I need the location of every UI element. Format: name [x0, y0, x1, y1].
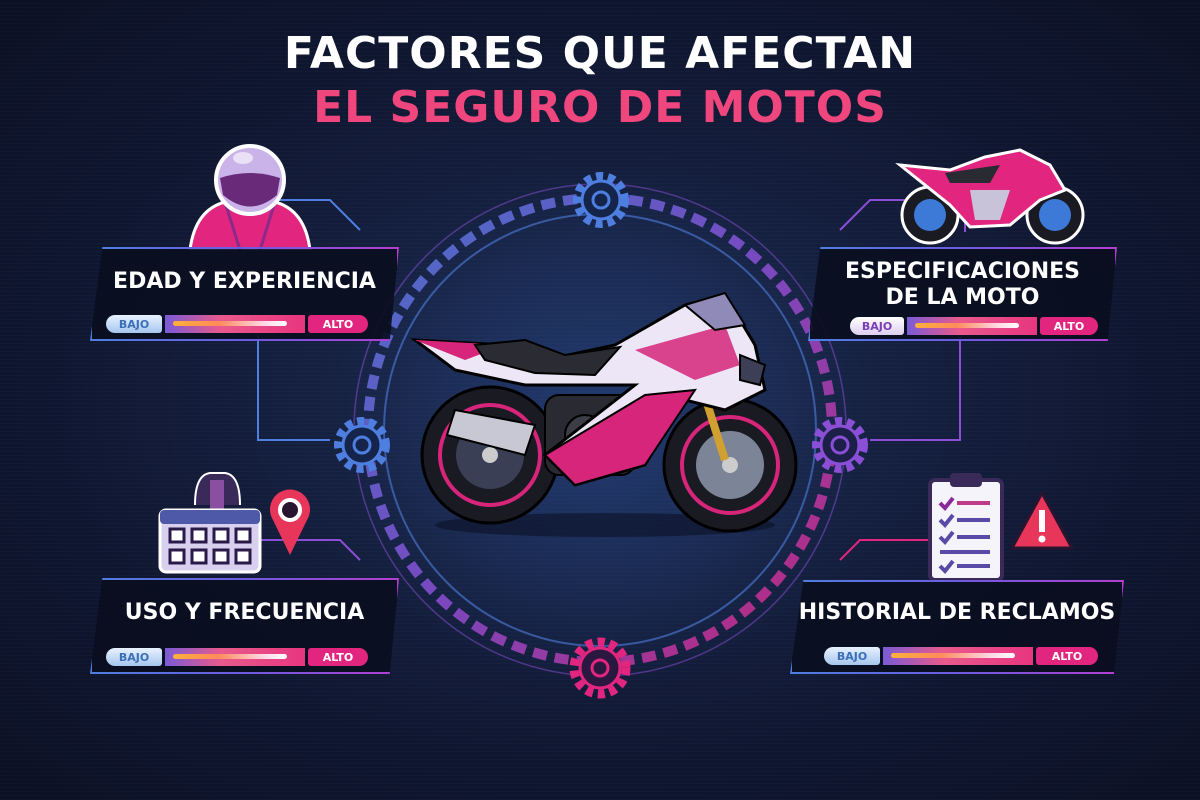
factor-title-historial: HISTORIAL DE RECLAMOS — [798, 600, 1116, 625]
factor-card-especificaciones: ESPECIFICACIONES DE LA MOTO BAJO ALTO — [808, 247, 1117, 341]
scale-high-label: ALTO — [308, 315, 368, 333]
gear-top-icon — [573, 172, 629, 228]
factor-card-uso: USO Y FRECUENCIA BAJO ALTO — [90, 578, 399, 674]
gear-right-icon — [812, 417, 868, 473]
factor-title-especificaciones-line1: ESPECIFICACIONES — [844, 259, 1081, 284]
scale-high-label: ALTO — [1040, 317, 1098, 335]
scale-low-label: BAJO — [824, 647, 880, 665]
clipboard-warning-icon — [928, 473, 1074, 582]
factor-card-edad: EDAD Y EXPERIENCIA BAJO ALTO — [90, 247, 399, 341]
gear-bottom-icon — [569, 637, 631, 699]
scale-high-label: ALTO — [1036, 647, 1098, 665]
factor-title-uso: USO Y FRECUENCIA — [124, 600, 365, 625]
gear-left-icon — [334, 417, 390, 473]
risk-scale-edad: BAJO ALTO — [106, 315, 368, 333]
rider-helmet-icon — [188, 144, 312, 250]
risk-gradient-bar — [165, 648, 305, 666]
risk-scale-especificaciones: BAJO ALTO — [850, 317, 1098, 335]
sport-motorcycle-illustration — [410, 291, 798, 537]
risk-gradient-bar — [165, 315, 305, 333]
risk-gradient-bar — [883, 647, 1033, 665]
scale-low-label: BAJO — [850, 317, 904, 335]
scale-high-label: ALTO — [308, 648, 368, 666]
title-line-2: EL SEGURO DE MOTOS — [313, 82, 887, 133]
risk-gradient-bar — [907, 317, 1037, 335]
factor-title-edad: EDAD Y EXPERIENCIA — [113, 269, 376, 294]
scale-low-label: BAJO — [106, 315, 162, 333]
title-line-1: FACTORES QUE AFECTAN — [283, 28, 917, 79]
risk-scale-uso: BAJO ALTO — [106, 648, 368, 666]
factor-title-especificaciones-line2: DE LA MOTO — [885, 285, 1040, 310]
scale-low-label: BAJO — [106, 648, 162, 666]
risk-scale-historial: BAJO ALTO — [824, 647, 1098, 665]
factor-card-historial: HISTORIAL DE RECLAMOS BAJO ALTO — [790, 580, 1124, 674]
sport-motorcycle-icon — [895, 148, 1085, 245]
calendar-location-icon — [158, 472, 310, 574]
